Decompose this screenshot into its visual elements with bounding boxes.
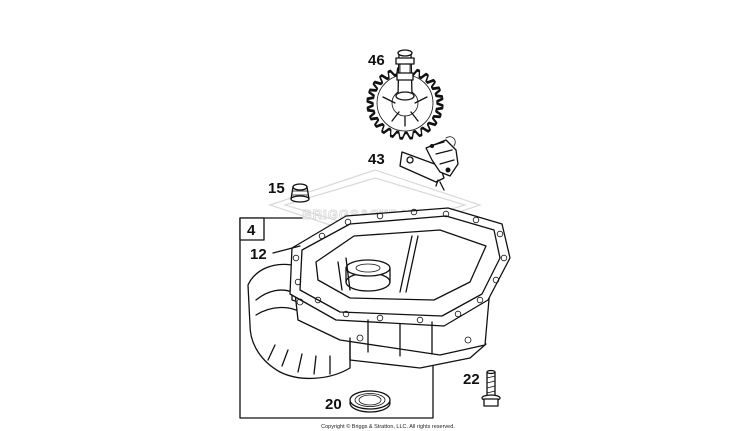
- gasket-bolt-holes: [292, 208, 508, 324]
- gasket-bolt-hole: [492, 276, 500, 284]
- gasket-bolt-hole: [500, 254, 508, 262]
- callout-12[interactable]: 12: [250, 246, 267, 263]
- part-15-plug[interactable]: [290, 183, 310, 203]
- callout-4[interactable]: 4: [247, 222, 256, 239]
- part-12-sump-gasket[interactable]: [247, 207, 511, 380]
- gasket-bolt-hole: [294, 278, 302, 286]
- gasket-bolt-hole: [496, 230, 504, 238]
- gasket-bolt-hole: [376, 212, 384, 220]
- callout-46[interactable]: 46: [368, 52, 385, 69]
- part-20-oil-seal[interactable]: [349, 390, 391, 413]
- assembly-4-bracket: [239, 217, 434, 419]
- gasket-bolt-hole: [476, 296, 484, 304]
- gasket-bolt-hole: [342, 310, 350, 318]
- gasket-bolt-hole: [314, 296, 322, 304]
- gasket-bolt-hole: [376, 314, 384, 322]
- part-43-governor-linkage[interactable]: [399, 136, 459, 191]
- callout-43[interactable]: 43: [368, 151, 385, 168]
- copyright-footer: Copyright © Briggs & Stratton, LLC. All …: [321, 423, 455, 430]
- gasket-bolt-hole: [344, 218, 352, 226]
- part-46-governor-gear[interactable]: [366, 49, 444, 140]
- gasket-bolt-hole: [454, 310, 462, 318]
- gasket-bolt-hole: [472, 216, 480, 224]
- gasket-bolt-hole: [442, 210, 450, 218]
- gasket-bolt-hole: [416, 316, 424, 324]
- part-22-bolt[interactable]: [481, 369, 501, 407]
- callout-22[interactable]: 22: [463, 371, 480, 388]
- gasket-bolt-hole: [410, 208, 418, 216]
- leader-12: [272, 245, 301, 254]
- gasket-bolt-hole: [292, 254, 300, 262]
- callout-20[interactable]: 20: [325, 396, 342, 413]
- gasket-bolt-hole: [318, 232, 326, 240]
- callout-15[interactable]: 15: [268, 180, 285, 197]
